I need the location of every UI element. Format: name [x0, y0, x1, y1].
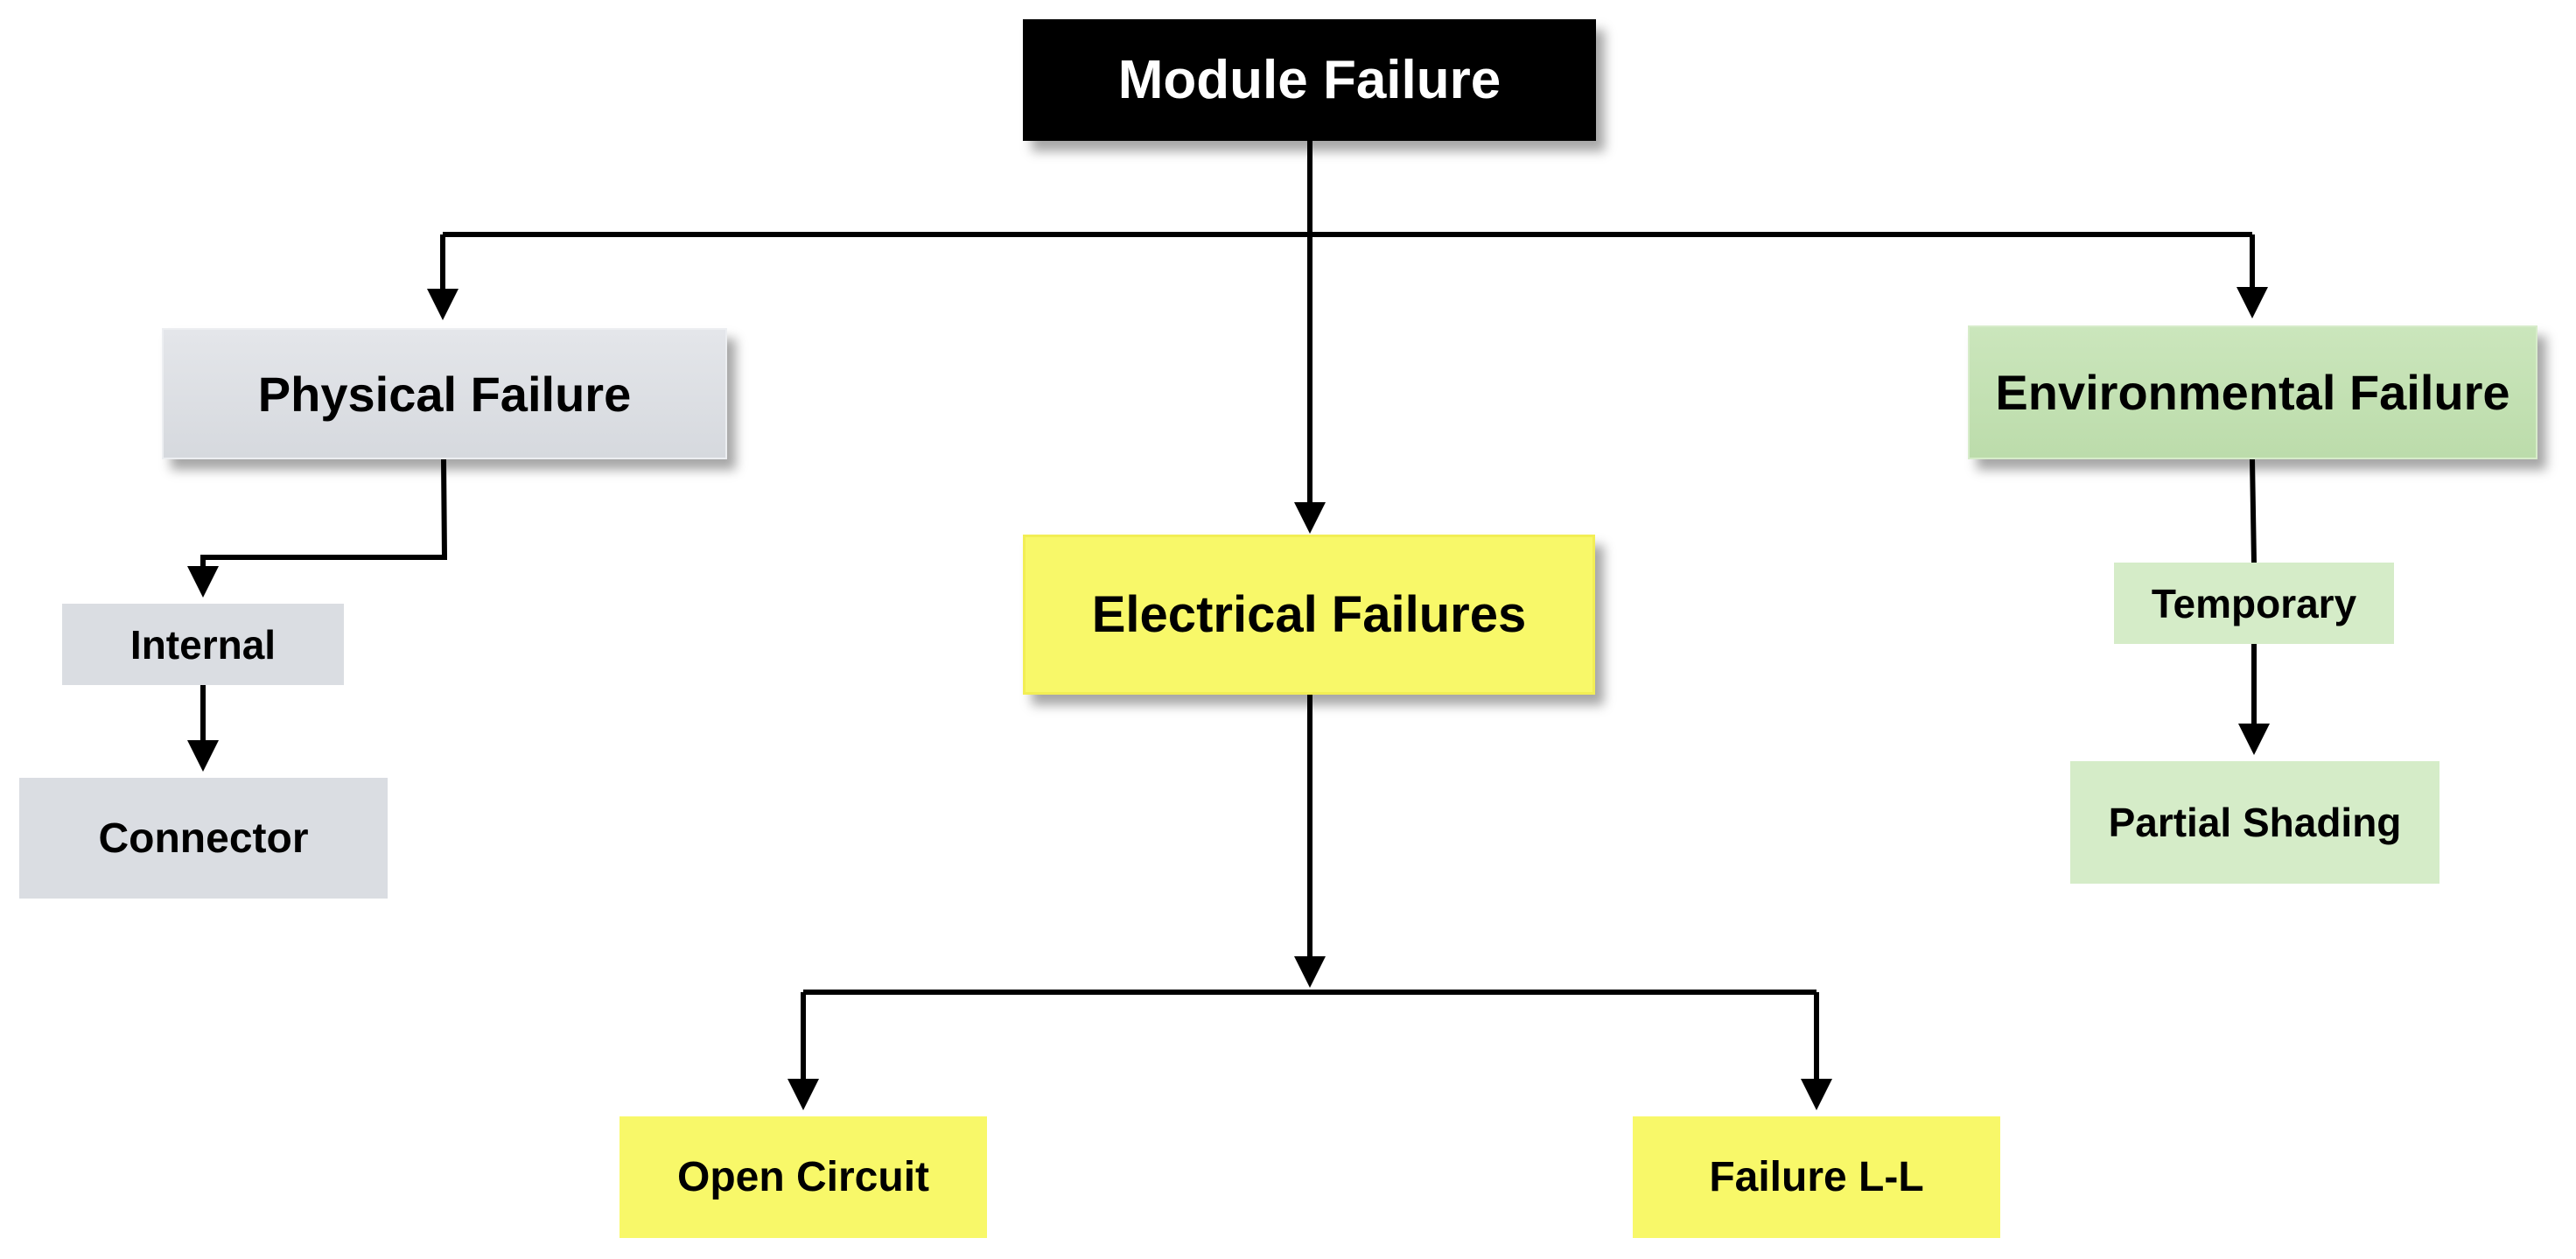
connector-label: Connector: [98, 815, 309, 862]
root-node-label: Module Failure: [1117, 50, 1502, 110]
partial-shading-label: Partial Shading: [2108, 800, 2402, 845]
root-node-module-failure: Module Failure: [1023, 19, 1596, 141]
physical-to-internal-arrow: [187, 458, 448, 598]
internal-label: Internal: [130, 621, 276, 668]
node-electrical-failures: Electrical Failures: [1023, 535, 1595, 695]
environmental-to-temporary-line: [2250, 458, 2257, 563]
failure-l-l-label: Failure L-L: [1709, 1154, 1924, 1200]
physical-failure-label: Physical Failure: [257, 366, 632, 422]
open-circuit-label: Open Circuit: [676, 1154, 930, 1200]
node-environmental-failure: Environmental Failure: [1968, 325, 2538, 459]
environmental-failure-label: Environmental Failure: [1995, 365, 2510, 420]
temporary-label: Temporary: [2151, 580, 2357, 626]
node-open-circuit: Open Circuit: [620, 1116, 987, 1238]
node-internal: Internal: [62, 604, 344, 685]
electrical-failures-label: Electrical Failures: [1091, 586, 1527, 643]
node-connector: Connector: [19, 778, 388, 899]
node-partial-shading: Partial Shading: [2070, 761, 2440, 884]
node-physical-failure: Physical Failure: [162, 328, 727, 459]
node-temporary: Temporary: [2114, 563, 2394, 644]
node-failure-l-l: Failure L-L: [1633, 1116, 2000, 1238]
